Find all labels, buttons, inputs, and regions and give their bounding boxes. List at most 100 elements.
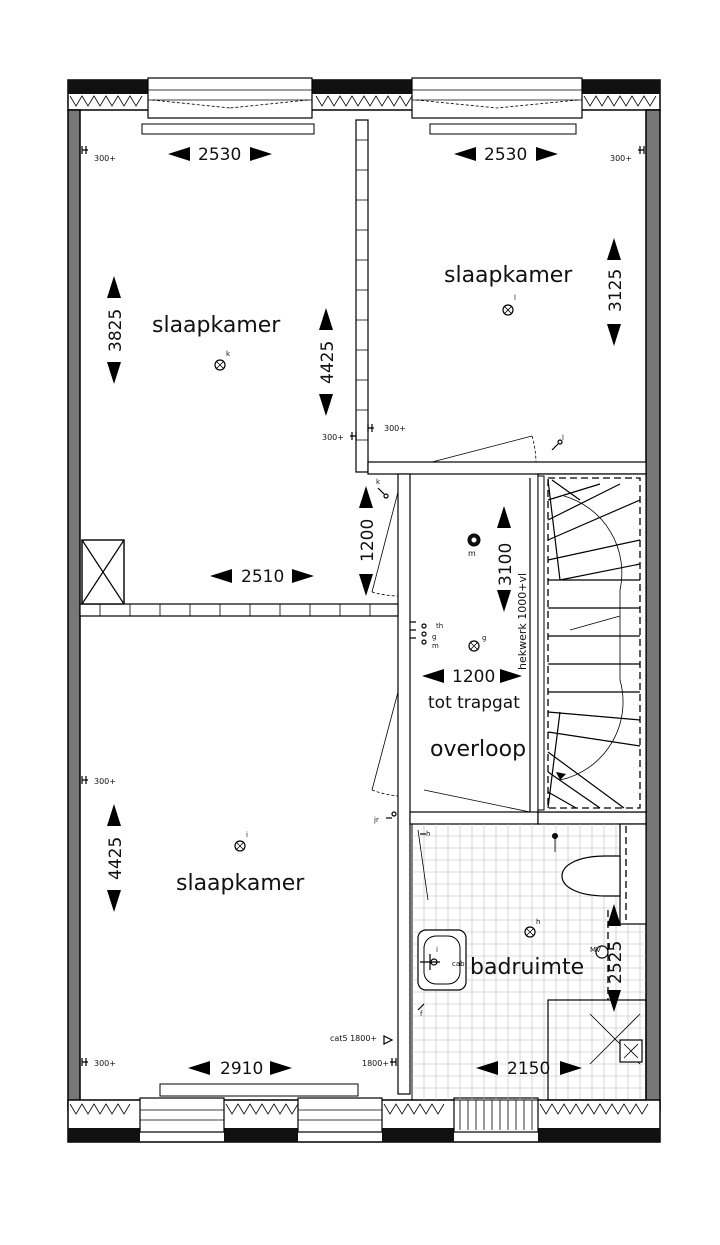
socket-top-right: 300+ [610,146,645,163]
dimension-top-left-width: 2530 [168,145,272,165]
svg-text:h: h [536,918,540,926]
toilet [561,855,621,897]
dimension-landing-height: 3100 [496,506,516,612]
svg-text:1800+: 1800+ [362,1059,389,1068]
window-top-right [411,77,583,119]
window-bottom-2 [297,1097,383,1133]
sink-tap: cab i [420,946,465,970]
socket-wall-mid: 300+ 300+ [322,424,406,442]
smoke-detector-icon: m [467,533,481,558]
ceiling-light-top-left: k [214,350,231,371]
svg-text:f: f [420,1010,423,1018]
door-leaf-top-left [371,491,399,593]
svg-text:1200: 1200 [358,519,378,562]
svg-text:300+: 300+ [322,433,344,442]
door-leaf-bath [423,789,531,813]
wall-top-bedrooms [355,119,369,473]
svg-text:3125: 3125 [606,269,626,312]
dimension-top-right-height: 3125 [606,238,626,346]
svg-text:1200: 1200 [452,667,495,687]
svg-text:300+: 300+ [94,777,116,786]
switch-bath: h [420,830,430,838]
bath-outlet-left: f [417,1003,425,1018]
socket-bottom-left-2: 300+ [81,1058,116,1068]
svg-text:3100: 3100 [496,543,516,586]
svg-text:l: l [514,294,516,302]
window-bottom-1 [139,1097,225,1133]
wall-bath-top [409,811,539,825]
ceiling-light-bottom: i [234,831,248,852]
svg-text:k: k [376,478,381,486]
windowsill-top-left [141,123,315,135]
svg-text:MV: MV [590,946,601,954]
dimension-bath-height: 2525 [606,904,626,1012]
top-insulation-3 [583,95,657,107]
toilet-niche [619,823,647,925]
svg-text:th: th [436,622,443,630]
svg-text:300+: 300+ [384,424,406,433]
door-leaf-bottom-left [371,691,399,791]
switch-bedroom-top-left: k [376,478,389,499]
svg-text:m: m [468,549,476,558]
trapgat-label: tot trapgat [428,693,520,713]
svg-text:3825: 3825 [106,309,126,352]
svg-text:m: m [432,642,439,650]
top-wall-brick-1 [68,80,148,94]
door-leaf-top-right [431,435,533,463]
svg-text:4425: 4425 [318,341,338,384]
svg-text:2530: 2530 [484,145,527,165]
socket-top-left: 300+ [81,146,116,163]
switch-bedroom-top-right: l [551,434,564,451]
window-top-left [147,77,313,119]
top-wall-brick-3 [582,80,660,94]
svg-text:300+: 300+ [94,1059,116,1068]
cat5-outlet: cat5 1800+ [330,1034,394,1045]
shower [547,945,647,1101]
ceiling-light-top-right: l [502,294,516,316]
top-wall-brick-2 [312,80,412,94]
svg-text:2510: 2510 [241,567,284,587]
windowsill-bottom [159,1083,359,1097]
dimension-middle-width: 2510 [210,567,314,587]
svg-text:l: l [562,434,564,442]
dimension-top-left-inner-height: 4425 [318,308,338,416]
dimension-bottom-width: 2910 [188,1059,292,1079]
left-wall [67,109,81,1111]
wall-landing-left [397,473,411,1095]
windowsill-top-right [429,123,577,135]
dimension-bottom-height: 4425 [106,804,126,912]
wall-middle-horizontal [79,603,399,617]
svg-text:jr: jr [373,816,379,824]
dimension-landing-vertical: 1200 [358,486,378,596]
svg-text:300+: 300+ [94,154,116,163]
svg-text:k: k [226,350,231,358]
railing-label: hekwerk 1000+vl [516,573,529,670]
socket-bottom-right-1800: 1800+ [362,1058,397,1068]
dimension-landing-width: 1200 tot trapgat [422,667,522,713]
svg-text:2525: 2525 [606,941,626,984]
socket-bottom-left-1: 300+ [81,776,116,786]
room-label-landing: overloop [430,737,526,762]
svg-text:i: i [436,946,438,954]
dimension-bath-width: 2150 [476,1059,582,1079]
dimension-top-right-width: 2530 [454,145,558,165]
svg-text:g: g [482,634,486,642]
window-bottom-bath [453,1097,539,1133]
switch-bedroom-bottom: jr [373,811,397,824]
switch-cluster-landing: th g m [410,621,443,650]
bath-point [552,833,558,852]
svg-text:cab: cab [452,960,465,968]
room-label-bedroom-top-right: slaapkamer [444,263,573,288]
svg-text:2910: 2910 [220,1059,263,1079]
svg-text:2150: 2150 [507,1059,550,1079]
svg-text:g: g [432,633,436,641]
top-insulation-1 [69,95,143,107]
svg-text:300+: 300+ [610,154,632,163]
staircase [537,473,647,813]
room-label-bedroom-top-left: slaapkamer [152,313,281,338]
room-label-bedroom-bottom: slaapkamer [176,871,305,896]
ceiling-light-bath: h [524,918,540,938]
dimension-top-left-height: 3825 [106,276,126,384]
top-insulation-2 [315,95,413,107]
sink [417,929,467,991]
